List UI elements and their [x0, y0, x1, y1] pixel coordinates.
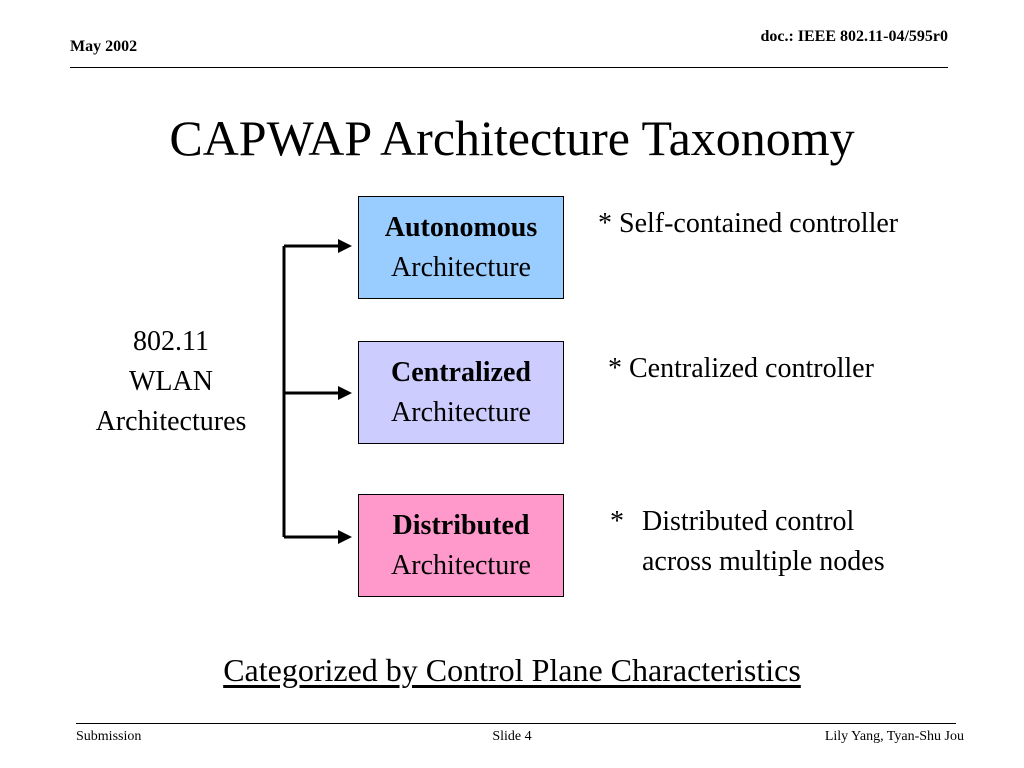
doc-number: IEEE 802.11-04/595r0: [793, 28, 948, 45]
arrowhead-distributed: [338, 530, 352, 544]
note-centralized: * Centralized controller: [608, 349, 874, 389]
note-text: Centralized controller: [629, 353, 874, 384]
header-rule: [70, 67, 948, 68]
root-node-label: 802.11 WLAN Architectures: [70, 322, 272, 442]
note-text: Self-contained controller: [619, 208, 899, 239]
diagram-caption: Categorized by Control Plane Characteris…: [223, 652, 801, 688]
header-doc-id: doc.: IEEE 802.11-04/595r0: [760, 28, 948, 46]
root-line-2: WLAN: [129, 366, 213, 397]
note-marker: *: [610, 506, 624, 537]
note-marker: *: [608, 353, 622, 384]
node-centralized-architecture: Centralized Architecture: [358, 341, 564, 444]
note-marker: *: [598, 208, 612, 239]
note-text-line-1: Distributed control: [642, 506, 855, 537]
note-distributed: Distributed control across multiple node…: [642, 502, 885, 582]
node-distributed-architecture: Distributed Architecture: [358, 494, 564, 597]
footer-left: Submission: [76, 729, 142, 744]
node-title: Autonomous: [384, 211, 538, 243]
arrowhead-autonomous: [338, 239, 352, 253]
node-subtitle: Architecture: [391, 396, 531, 428]
node-title: Distributed: [392, 509, 530, 541]
note-autonomous: * Self-contained controller: [598, 204, 898, 244]
root-line-1: 802.11: [133, 326, 209, 357]
footer-rule: [76, 723, 956, 724]
note-text-line-2: across multiple nodes: [642, 546, 885, 577]
node-subtitle: Architecture: [391, 251, 531, 283]
node-subtitle: Architecture: [391, 549, 531, 581]
node-title: Centralized: [391, 356, 531, 388]
root-line-3: Architectures: [95, 406, 247, 437]
header-date: May 2002: [70, 38, 138, 55]
footer-slide-number: Slide 4: [492, 729, 532, 744]
footer-authors: Lily Yang, Tyan-Shu Jou: [824, 729, 964, 744]
doc-prefix: doc.:: [760, 28, 794, 45]
slide-title: CAPWAP Architecture Taxonomy: [169, 110, 855, 166]
arrowhead-centralized: [338, 386, 352, 400]
node-autonomous-architecture: Autonomous Architecture: [358, 196, 564, 299]
